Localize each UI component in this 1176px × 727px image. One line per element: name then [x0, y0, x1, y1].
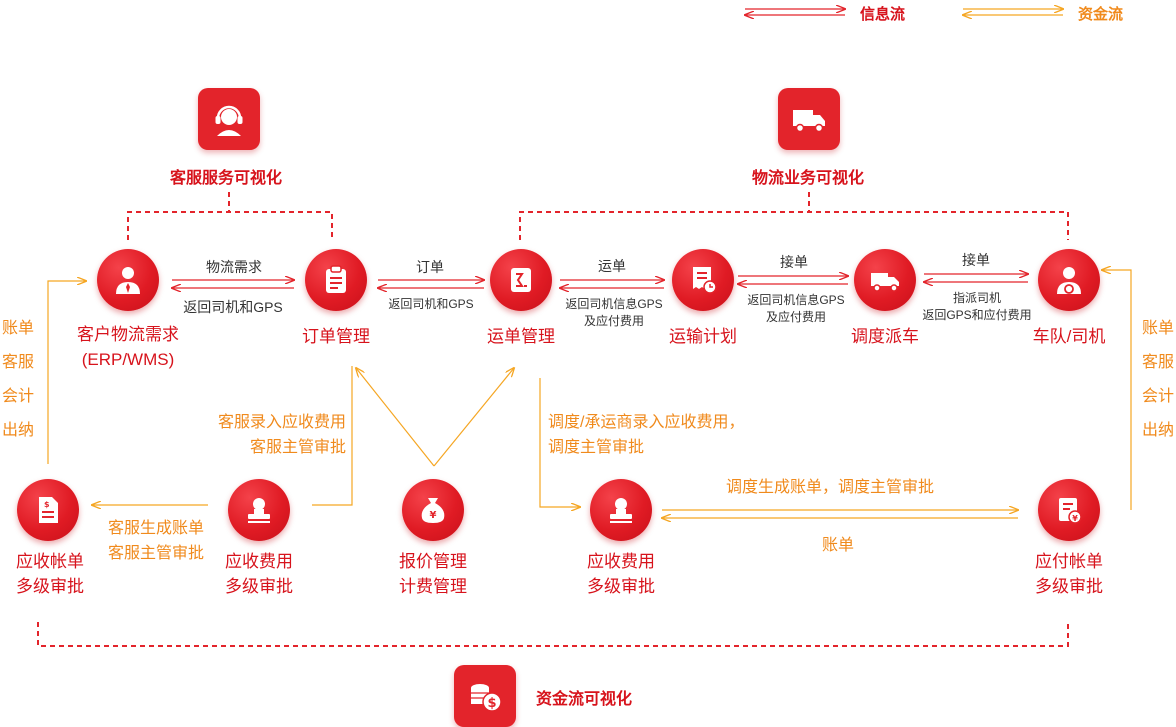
service-bill-note: 客服生成账单 客服主管审批 [107, 520, 204, 562]
service-bracket [127, 192, 333, 240]
flow-accept-label: 接单 [962, 252, 990, 268]
customer-node [97, 249, 159, 311]
dollar-document-icon: $ [39, 497, 58, 523]
logistics-bracket [519, 192, 1069, 240]
flow-waybill-label: 运单 [598, 258, 626, 274]
left-fund-roles: 账单 客服 会计 出纳 [1, 320, 34, 439]
fund-flow-lines [47, 270, 1132, 518]
service-visual-title: 客服服务可视化 [170, 170, 283, 187]
order-node [305, 249, 367, 311]
svg-text:$: $ [44, 500, 50, 509]
receipt-clock-icon [693, 267, 717, 294]
flow-return-label: 返回司机和GPS [183, 299, 283, 315]
clipboard-icon [326, 265, 346, 293]
svg-text:¥: ¥ [1072, 514, 1078, 523]
waybill-label: 运单管理 [487, 327, 555, 346]
driver-node [1038, 249, 1100, 311]
receivable-bill-node: $ [17, 479, 79, 541]
pricing-label: 报价管理 计费管理 [399, 552, 467, 596]
user-tie-icon [116, 267, 140, 294]
flow-demand-label: 物流需求 [206, 259, 262, 275]
legend-fund-line [963, 9, 1063, 15]
receivable-bill-label: 应收帐单 多级审批 [16, 552, 84, 596]
truck-icon [871, 273, 899, 292]
payable-bill-node: ¥ [1038, 479, 1100, 541]
flow-order-label: 订单 [416, 259, 444, 275]
pricing-node: ¥ [402, 479, 464, 541]
money-bag-icon: ¥ [421, 498, 445, 523]
stamp-icon [610, 498, 632, 523]
logistics-visual-title: 物流业务可视化 [752, 170, 865, 187]
flow-assign-label: 指派司机 返回GPS和应付费用 [922, 291, 1032, 322]
order-label: 订单管理 [302, 327, 370, 346]
payable-bill-label: 应付帐单 多级审批 [1035, 552, 1103, 596]
flow-return-label: 返回司机信息GPS 及应付费用 [565, 297, 663, 328]
info-flow-arrows [172, 274, 1028, 288]
fund-badge: $ [454, 665, 516, 727]
svg-text:¥: ¥ [430, 510, 437, 521]
driver-icon [1057, 267, 1081, 294]
coins-icon: $ [471, 684, 502, 712]
dispatch-bill-note: 调度生成账单，调度主管审批 [726, 479, 935, 496]
fund-visual-title: 资金流可视化 [536, 691, 633, 708]
customer-label: 客户物流需求 (ERP/WMS) [77, 325, 179, 369]
receivable-fee-label: 应收费用 多级审批 [225, 552, 293, 596]
plan-node [672, 249, 734, 311]
logistics-badge [778, 88, 840, 150]
document-icon [511, 268, 531, 292]
driver-label: 车队/司机 [1032, 327, 1106, 346]
truck-icon [793, 110, 825, 133]
stamp-icon [248, 498, 270, 523]
dispatch-node [854, 249, 916, 311]
receivable-fee-node [590, 479, 652, 541]
service-entry-note: 客服录入应收费用 客服主管审批 [217, 414, 346, 456]
headset-icon [215, 105, 243, 136]
bill-note: 账单 [822, 537, 855, 554]
flow-accept-label: 接单 [780, 254, 808, 270]
receivable-fee-label: 应收费用 多级审批 [587, 552, 655, 596]
svg-text:$: $ [487, 696, 496, 711]
plan-label: 运输计划 [669, 327, 737, 346]
flow-return-label: 返回司机信息GPS 及应付费用 [747, 293, 845, 324]
legend-info-line [745, 9, 845, 15]
right-fund-roles: 账单 客服 会计 出纳 [1141, 320, 1174, 439]
legend-info-label: 信息流 [860, 6, 906, 23]
yen-document-icon: ¥ [1059, 498, 1082, 524]
customer-service-badge [198, 88, 260, 150]
legend-fund-label: 资金流 [1078, 6, 1124, 23]
waybill-node [490, 249, 552, 311]
fund-bracket [37, 622, 1069, 647]
receivable-fee-node [228, 479, 290, 541]
flow-return-label: 返回司机和GPS [388, 297, 474, 311]
dispatch-label: 调度派车 [851, 327, 919, 346]
dispatch-entry-note: 调度/承运商录入应收费用， 调度主管审批 [548, 414, 745, 456]
